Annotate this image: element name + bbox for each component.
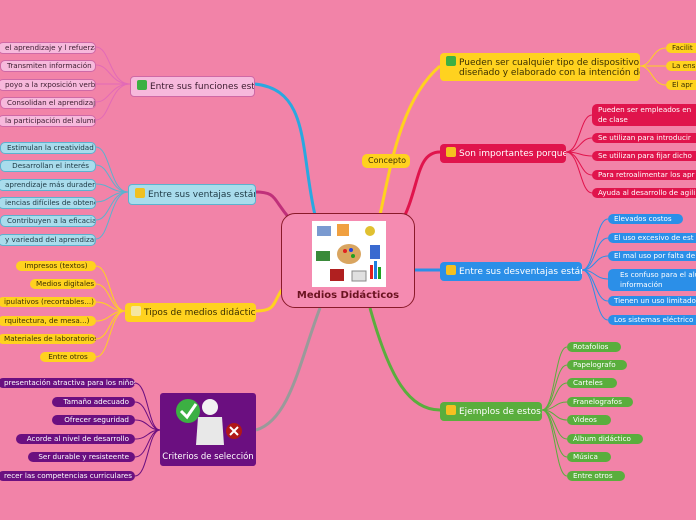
ventajas-item[interactable]: aprendizaje más duradero: [0, 179, 96, 191]
importantes-item[interactable]: Se utilizan para fijar dicho: [592, 151, 696, 161]
concepto-item[interactable]: La ens: [666, 61, 696, 71]
concepto-item[interactable]: El apr: [666, 80, 696, 90]
criterios-item[interactable]: presentación atractiva para los niños: [0, 378, 135, 388]
desventajas-item[interactable]: Tienen un uso limitado: [608, 296, 696, 306]
branch-criterios[interactable]: Criterios de selección: [160, 393, 256, 466]
ejemplos-item[interactable]: Entre otros: [567, 471, 625, 481]
link-criterios: [255, 307, 322, 432]
ventajas-item[interactable]: y variedad del aprendizaje: [0, 234, 96, 246]
concepto-label[interactable]: Concepto: [362, 154, 410, 168]
ejemplos-item[interactable]: Papelografo: [567, 360, 627, 370]
ejemplos-item[interactable]: Álbum didáctico: [567, 434, 643, 444]
pointing-hand-icon: [131, 306, 141, 316]
ejemplos-item[interactable]: Rotafolios: [567, 342, 621, 352]
tipos-item[interactable]: rquitectura, de mesa...): [0, 316, 96, 326]
ejemplos-item[interactable]: Carteles: [567, 378, 617, 388]
desventajas-item[interactable]: Elevados costos: [608, 214, 683, 224]
thumbs-up-icon: [135, 188, 145, 198]
tipos-item[interactable]: Entre otros: [40, 352, 96, 362]
desventajas-item[interactable]: El mal uso por falta de: [608, 251, 696, 261]
ventajas-item[interactable]: Desarrollan el interés: [0, 160, 96, 172]
criterios-item[interactable]: recer las competencias curriculares: [0, 471, 135, 481]
checkmark-icon: [137, 80, 147, 90]
person-checkmark-illustration: [176, 399, 242, 445]
criterios-item[interactable]: Tamaño adecuado: [52, 397, 135, 407]
ventajas-item[interactable]: Estimulan la creatividad: [0, 142, 96, 154]
branch-desventajas[interactable]: Entre sus desventajas están:: [440, 262, 582, 281]
concepto-item[interactable]: Facilit: [666, 43, 696, 53]
smiley-icon: [446, 147, 456, 157]
tipos-item[interactable]: ipulativos (recortables...): [0, 297, 96, 307]
tipos-item[interactable]: Medios digitales: [30, 279, 96, 289]
branch-ventajas[interactable]: Entre sus ventajas están:: [128, 184, 256, 205]
importantes-item[interactable]: Se utilizan para introducir: [592, 133, 696, 143]
tipos-item[interactable]: Impresos (textos): [16, 261, 96, 271]
criterios-item[interactable]: Ser durable y resisteente: [28, 452, 135, 462]
importantes-item[interactable]: Ayuda al desarrollo de agili: [592, 188, 696, 198]
tipos-item[interactable]: Materiales de laboratorios: [0, 334, 96, 344]
ventajas-item[interactable]: iencias difíciles de obtener: [0, 197, 96, 209]
importantes-item[interactable]: Para retroalimentar los apr: [592, 170, 696, 180]
link-ejemplos: [368, 307, 441, 412]
thinking-face-icon: [446, 405, 456, 415]
central-topic-title: Medios Didácticos: [296, 290, 400, 301]
link-funciones: [254, 82, 317, 216]
ventajas-item[interactable]: Contribuyen a la eficacia: [0, 215, 96, 227]
ejemplos-item[interactable]: Música: [567, 452, 611, 462]
thumbs-down-icon: [446, 265, 456, 275]
ejemplos-item[interactable]: Franelografos: [567, 397, 633, 407]
branch-importantes[interactable]: Son importantes porque:: [440, 144, 566, 163]
funciones-item[interactable]: Transmiten información: [0, 60, 96, 72]
central-topic[interactable]: Medios Didácticos: [281, 213, 415, 308]
criterios-item[interactable]: Ofrecer seguridad: [52, 415, 135, 425]
link-concepto: [378, 64, 441, 216]
flag-icon: [446, 56, 456, 66]
funciones-item[interactable]: poyo a la rxposición verbal: [0, 79, 96, 91]
desventajas-item[interactable]: Los sistemas eléctrico: [608, 315, 696, 325]
branch-ejemplos[interactable]: Ejemplos de estos:: [440, 402, 542, 421]
ejemplos-item[interactable]: Videos: [567, 415, 611, 425]
branch-concepto[interactable]: Pueden ser cualquier tipo de dispositivo…: [440, 53, 640, 81]
funciones-item[interactable]: la participación del alumno: [0, 115, 96, 127]
desventajas-item[interactable]: El uso excesivo de est: [608, 233, 696, 243]
branch-funciones[interactable]: Entre sus funciones esta:: [130, 76, 255, 97]
criterios-item[interactable]: Acorde al nivel de desarrollo: [16, 434, 135, 444]
branch-tipos[interactable]: Tipos de medios didácticos: [125, 303, 256, 322]
teaching-tools-image: [312, 221, 386, 287]
criterios-label: Criterios de selección: [162, 452, 254, 462]
funciones-item[interactable]: el aprendizaje y l refuerzan: [0, 42, 96, 54]
funciones-item[interactable]: Consolidan el aprendizaje: [0, 97, 96, 109]
